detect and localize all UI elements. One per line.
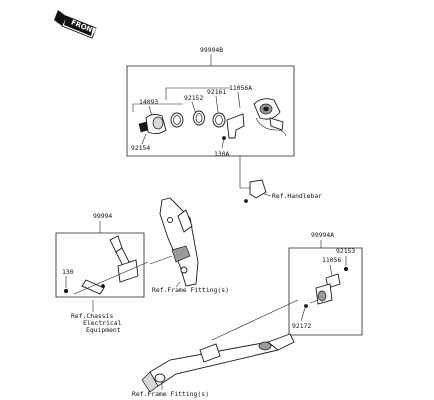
ring-11056a bbox=[212, 112, 226, 128]
assembly-box-99994 bbox=[55, 232, 145, 298]
label-ref-frame-fitting-1: Ref.Frame Fitting(s) bbox=[152, 286, 229, 294]
group-99994b: 99994B 14093 92152 92161 11056A 92154 13… bbox=[126, 46, 322, 203]
screw-130a bbox=[222, 136, 226, 140]
label-11056: 11056 bbox=[322, 256, 341, 264]
label-92154: 92154 bbox=[131, 144, 150, 152]
group-99994a: 99994A 92153 11056 92172 bbox=[288, 231, 363, 336]
bracket-11056a bbox=[226, 113, 245, 139]
screw-130 bbox=[63, 288, 69, 294]
label-130a: 130A bbox=[214, 150, 230, 158]
label-ref-handlebar: Ref.Handlebar bbox=[272, 192, 322, 200]
label-ref-chassis-1: Ref.Chassis bbox=[71, 312, 113, 320]
frame-fitting-upper: Ref.Frame Fitting(s) bbox=[149, 197, 229, 294]
label-92153: 92153 bbox=[336, 247, 355, 255]
assembly-box-99994b bbox=[126, 65, 295, 157]
label-130: 130 bbox=[62, 268, 74, 276]
label-92172: 92172 bbox=[292, 322, 311, 330]
switch-housing-14093 bbox=[138, 113, 167, 135]
ring-92161 bbox=[193, 110, 205, 126]
frame-fitting-lower: Ref.Frame Fitting(s) bbox=[132, 299, 299, 398]
label-ref-chassis-3: Equipment bbox=[86, 326, 121, 334]
ignition-switch bbox=[253, 98, 287, 137]
front-direction-badge: FRONT bbox=[54, 10, 98, 39]
label-ref-chassis-2: Electrical bbox=[83, 319, 122, 327]
screw-92153 bbox=[343, 266, 349, 272]
label-11056a: 11056A bbox=[229, 84, 252, 92]
label-14093: 14093 bbox=[139, 98, 158, 106]
assembly-box-99994a bbox=[288, 247, 363, 336]
lever-shaft bbox=[81, 279, 105, 295]
label-99994: 99994 bbox=[93, 212, 112, 220]
label-92161: 92161 bbox=[207, 88, 226, 96]
handlebar-clamp bbox=[244, 179, 267, 203]
label-ref-frame-fitting-2: Ref.Frame Fitting(s) bbox=[132, 390, 209, 398]
group-99994: 99994 130 Ref.Chassis Electrical Equipme… bbox=[55, 212, 149, 334]
label-99994a: 99994A bbox=[311, 231, 334, 239]
screw-92172 bbox=[304, 304, 308, 308]
label-92152: 92152 bbox=[184, 94, 203, 102]
ring-92152 bbox=[170, 112, 184, 128]
label-99994b: 99994B bbox=[200, 46, 223, 54]
